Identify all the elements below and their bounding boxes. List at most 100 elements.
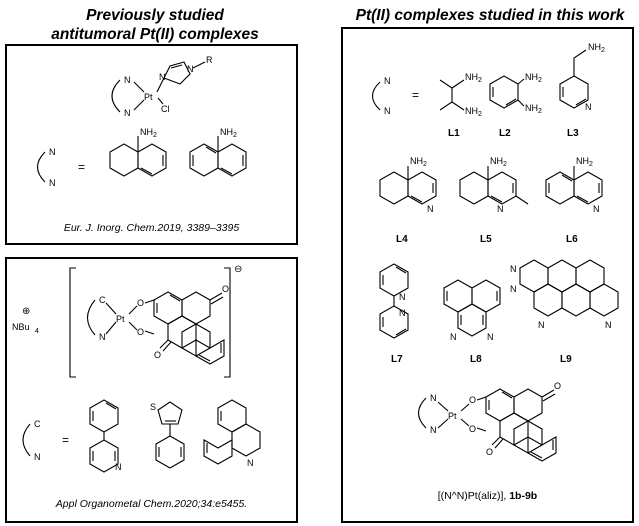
ligand-label-L9: L9 — [560, 354, 572, 365]
svg-text:N: N — [49, 178, 56, 188]
right-nn-definition: N N = — [371, 76, 419, 116]
svg-text:O: O — [469, 424, 476, 434]
subscript-2: 2 — [153, 132, 157, 139]
right-heading: Pt(II) complexes studied in this work — [355, 7, 625, 24]
ligand-label-L5: L5 — [480, 234, 492, 245]
svg-text:N: N — [430, 425, 437, 435]
svg-text:N: N — [384, 106, 391, 116]
svg-text:N: N — [538, 320, 545, 330]
svg-text:NH2: NH2 — [465, 106, 482, 118]
svg-text:O: O — [486, 447, 493, 457]
svg-text:Pt: Pt — [116, 314, 125, 324]
complex-formula: [(N^N)Pt(aliz)], 1b-9b — [341, 490, 634, 502]
svg-text:N: N — [399, 308, 406, 318]
ligand-label-L7: L7 — [391, 354, 403, 365]
svg-text:N: N — [115, 462, 122, 472]
svg-text:N: N — [34, 452, 41, 462]
svg-text:=: = — [78, 160, 85, 174]
svg-text:NH2: NH2 — [490, 156, 507, 168]
svg-text:N: N — [450, 332, 457, 342]
svg-text:C: C — [99, 295, 106, 305]
svg-text:N: N — [187, 64, 194, 74]
left-heading: Previously studied antitumoral Pt(II) co… — [20, 6, 290, 44]
citation-bottom: Appl Organometal Chem.2020;34:e5455. — [55, 498, 248, 510]
svg-text:O: O — [154, 350, 161, 360]
svg-text:N: N — [497, 204, 504, 214]
subscript-2: 2 — [478, 111, 482, 118]
svg-text:NH2: NH2 — [465, 72, 482, 84]
ligand-L3: N NH2 — [559, 42, 605, 112]
svg-text:S: S — [150, 402, 156, 412]
svg-text:⊖: ⊖ — [234, 264, 242, 275]
svg-text:N: N — [593, 204, 600, 214]
svg-text:N: N — [487, 332, 494, 342]
subscript-2: 2 — [538, 108, 542, 115]
subscript-2: 2 — [503, 161, 507, 168]
subscript-2: 2 — [423, 161, 427, 168]
svg-text:N: N — [159, 72, 166, 82]
subscript-2: 2 — [538, 77, 542, 84]
svg-text:NH2: NH2 — [576, 156, 593, 168]
ligand-L9: N N N N — [510, 259, 619, 330]
svg-text:=: = — [62, 433, 69, 447]
svg-text:O: O — [222, 284, 229, 294]
svg-text:N: N — [124, 75, 131, 85]
ligand-L1: NH2 NH2 — [439, 72, 482, 118]
svg-text:NH2: NH2 — [525, 103, 542, 115]
svg-text:O: O — [137, 298, 144, 308]
svg-text:4: 4 — [35, 328, 39, 335]
previous-complexes-box-2 — [5, 257, 298, 523]
ligand-label-L6: L6 — [566, 234, 578, 245]
subscript-2: 2 — [601, 47, 605, 54]
citation-top: Eur. J. Inorg. Chem.2019, 3389–3395 — [63, 222, 240, 234]
svg-text:NBu: NBu — [12, 322, 30, 332]
svg-text:O: O — [469, 395, 476, 405]
left-heading-line1: Previously studied — [86, 7, 224, 24]
svg-text:N: N — [430, 393, 437, 403]
svg-text:N: N — [49, 147, 56, 157]
svg-text:N: N — [427, 204, 434, 214]
ligand-label-L3: L3 — [567, 128, 579, 139]
complex-formula-ids: 1b-9b — [509, 490, 538, 502]
ligand-L7: N N — [379, 263, 409, 339]
svg-text:NH2: NH2 — [410, 156, 427, 168]
subscript-2: 2 — [589, 161, 593, 168]
ligand-label-L4: L4 — [396, 234, 408, 245]
svg-text:N: N — [99, 332, 106, 342]
svg-text:NH2: NH2 — [140, 127, 157, 139]
svg-text:Pt: Pt — [448, 411, 457, 421]
ligand-label-L1: L1 — [448, 128, 460, 139]
svg-text:N: N — [247, 458, 254, 468]
svg-text:N: N — [124, 108, 131, 118]
ligand-L6: N NH2 — [545, 156, 603, 214]
box2-cn-definition: C N = N S N — [22, 399, 261, 473]
alizarin-complex-box2: NBu 4 ⊕ ⊖ C N Pt O O O O — [12, 264, 242, 378]
svg-text:Pt: Pt — [144, 92, 153, 102]
svg-text:N: N — [585, 102, 592, 112]
svg-text:⊕: ⊕ — [22, 306, 30, 317]
ligand-L8: N N — [443, 279, 501, 342]
svg-text:N: N — [510, 284, 517, 294]
svg-text:Cl: Cl — [161, 104, 170, 114]
svg-text:R: R — [206, 55, 213, 65]
ligand-L4: N NH2 — [379, 156, 437, 214]
left-heading-line2: antitumoral Pt(II) complexes — [51, 26, 259, 43]
svg-text:N: N — [605, 320, 612, 330]
ligand-label-L8: L8 — [470, 354, 482, 365]
ligand-L2: NH2 NH2 — [489, 72, 542, 115]
svg-text:O: O — [137, 327, 144, 337]
nhc-pt-complex: N N Pt Cl N N R — [111, 55, 213, 118]
subscript-2: 2 — [478, 77, 482, 84]
aliz-complex-this-work: N N Pt O O O O — [417, 381, 561, 462]
ligand-L5: N NH2 — [459, 156, 529, 214]
svg-text:O: O — [554, 381, 561, 391]
svg-text:NH2: NH2 — [220, 127, 237, 139]
subscript-2: 2 — [233, 132, 237, 139]
svg-text:C: C — [34, 419, 41, 429]
svg-text:N: N — [399, 292, 406, 302]
svg-text:NH2: NH2 — [588, 42, 605, 54]
svg-text:NH2: NH2 — [525, 72, 542, 84]
svg-text:=: = — [412, 88, 419, 102]
ligand-label-L2: L2 — [499, 128, 511, 139]
